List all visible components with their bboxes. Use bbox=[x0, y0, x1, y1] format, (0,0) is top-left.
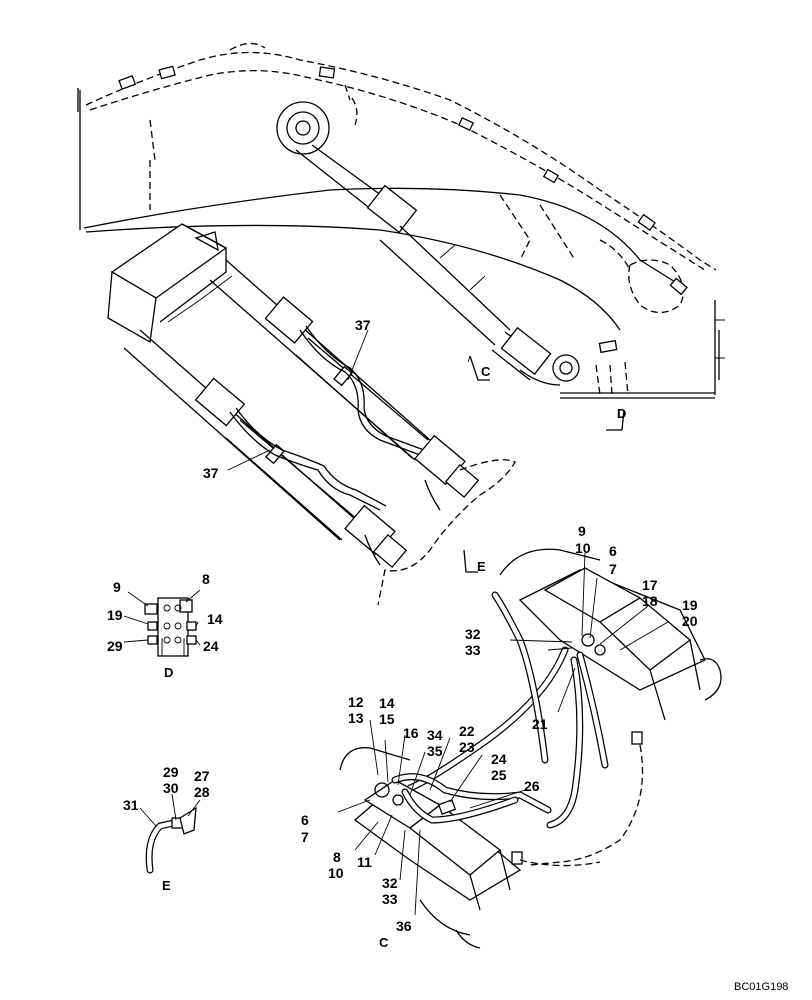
arm-cylinder bbox=[276, 101, 580, 386]
callout-l23: 23 bbox=[459, 739, 475, 755]
boom-cylinders bbox=[107, 223, 516, 606]
callout-l15: 15 bbox=[379, 711, 395, 727]
view-label-c-top: C bbox=[481, 364, 491, 379]
view-label-e: E bbox=[162, 878, 171, 893]
callout-d9: 9 bbox=[113, 579, 121, 595]
callout-l13: 13 bbox=[348, 710, 364, 726]
callout-37b: 37 bbox=[203, 465, 219, 481]
callout-l8: 8 bbox=[333, 849, 341, 865]
callout-l14: 14 bbox=[379, 695, 395, 711]
callout-r9: 9 bbox=[578, 523, 586, 539]
callout-l24: 24 bbox=[491, 751, 507, 767]
view-label-c: C bbox=[379, 935, 389, 950]
callout-r32: 32 bbox=[465, 626, 481, 642]
detail-e bbox=[139, 793, 201, 874]
callout-l33: 33 bbox=[382, 891, 398, 907]
callout-37a: 37 bbox=[355, 317, 371, 333]
leader-37b bbox=[227, 449, 271, 471]
callout-l16: 16 bbox=[403, 725, 419, 741]
callout-r10: 10 bbox=[575, 540, 591, 556]
leader-37a bbox=[347, 329, 369, 381]
callout-r6: 6 bbox=[609, 543, 617, 559]
callout-l34: 34 bbox=[427, 727, 443, 743]
callout-l25: 25 bbox=[491, 767, 507, 783]
callout-r21: 21 bbox=[532, 716, 548, 732]
view-label-d-top: D bbox=[617, 406, 626, 421]
view-label-d: D bbox=[164, 665, 173, 680]
callout-e31: 31 bbox=[123, 797, 139, 813]
callout-e30: 30 bbox=[163, 780, 179, 796]
detail-d bbox=[123, 589, 201, 657]
callout-r19: 19 bbox=[682, 597, 698, 613]
callout-d19: 19 bbox=[107, 607, 123, 623]
callout-d14: 14 bbox=[207, 611, 223, 627]
view-markers bbox=[463, 355, 625, 573]
callout-d24: 24 bbox=[203, 638, 219, 654]
valve-assembly-left bbox=[337, 647, 601, 949]
callout-l10: 10 bbox=[328, 865, 344, 881]
drawing-code: BC01G198 bbox=[734, 981, 788, 993]
valve-assembly-right bbox=[406, 548, 722, 866]
callout-e28: 28 bbox=[194, 784, 210, 800]
callout-l26: 26 bbox=[524, 778, 540, 794]
callout-d8: 8 bbox=[202, 571, 210, 587]
callout-l32: 32 bbox=[382, 875, 398, 891]
view-label-e-top: E bbox=[477, 559, 486, 574]
callout-d29: 29 bbox=[107, 638, 123, 654]
callout-r33: 33 bbox=[465, 642, 481, 658]
callout-l35: 35 bbox=[427, 743, 443, 759]
callout-r7: 7 bbox=[609, 561, 617, 577]
callout-l22: 22 bbox=[459, 723, 475, 739]
callout-r17: 17 bbox=[642, 577, 658, 593]
callout-e29: 29 bbox=[163, 764, 179, 780]
callout-l7: 7 bbox=[301, 829, 309, 845]
boom-outline bbox=[77, 42, 725, 399]
callout-l12: 12 bbox=[348, 694, 364, 710]
callout-r20: 20 bbox=[682, 613, 698, 629]
callout-e27: 27 bbox=[194, 768, 210, 784]
callout-l6: 6 bbox=[301, 812, 309, 828]
callout-l11: 11 bbox=[357, 854, 372, 870]
callout-r18: 18 bbox=[642, 593, 658, 609]
callout-l36: 36 bbox=[396, 918, 412, 934]
